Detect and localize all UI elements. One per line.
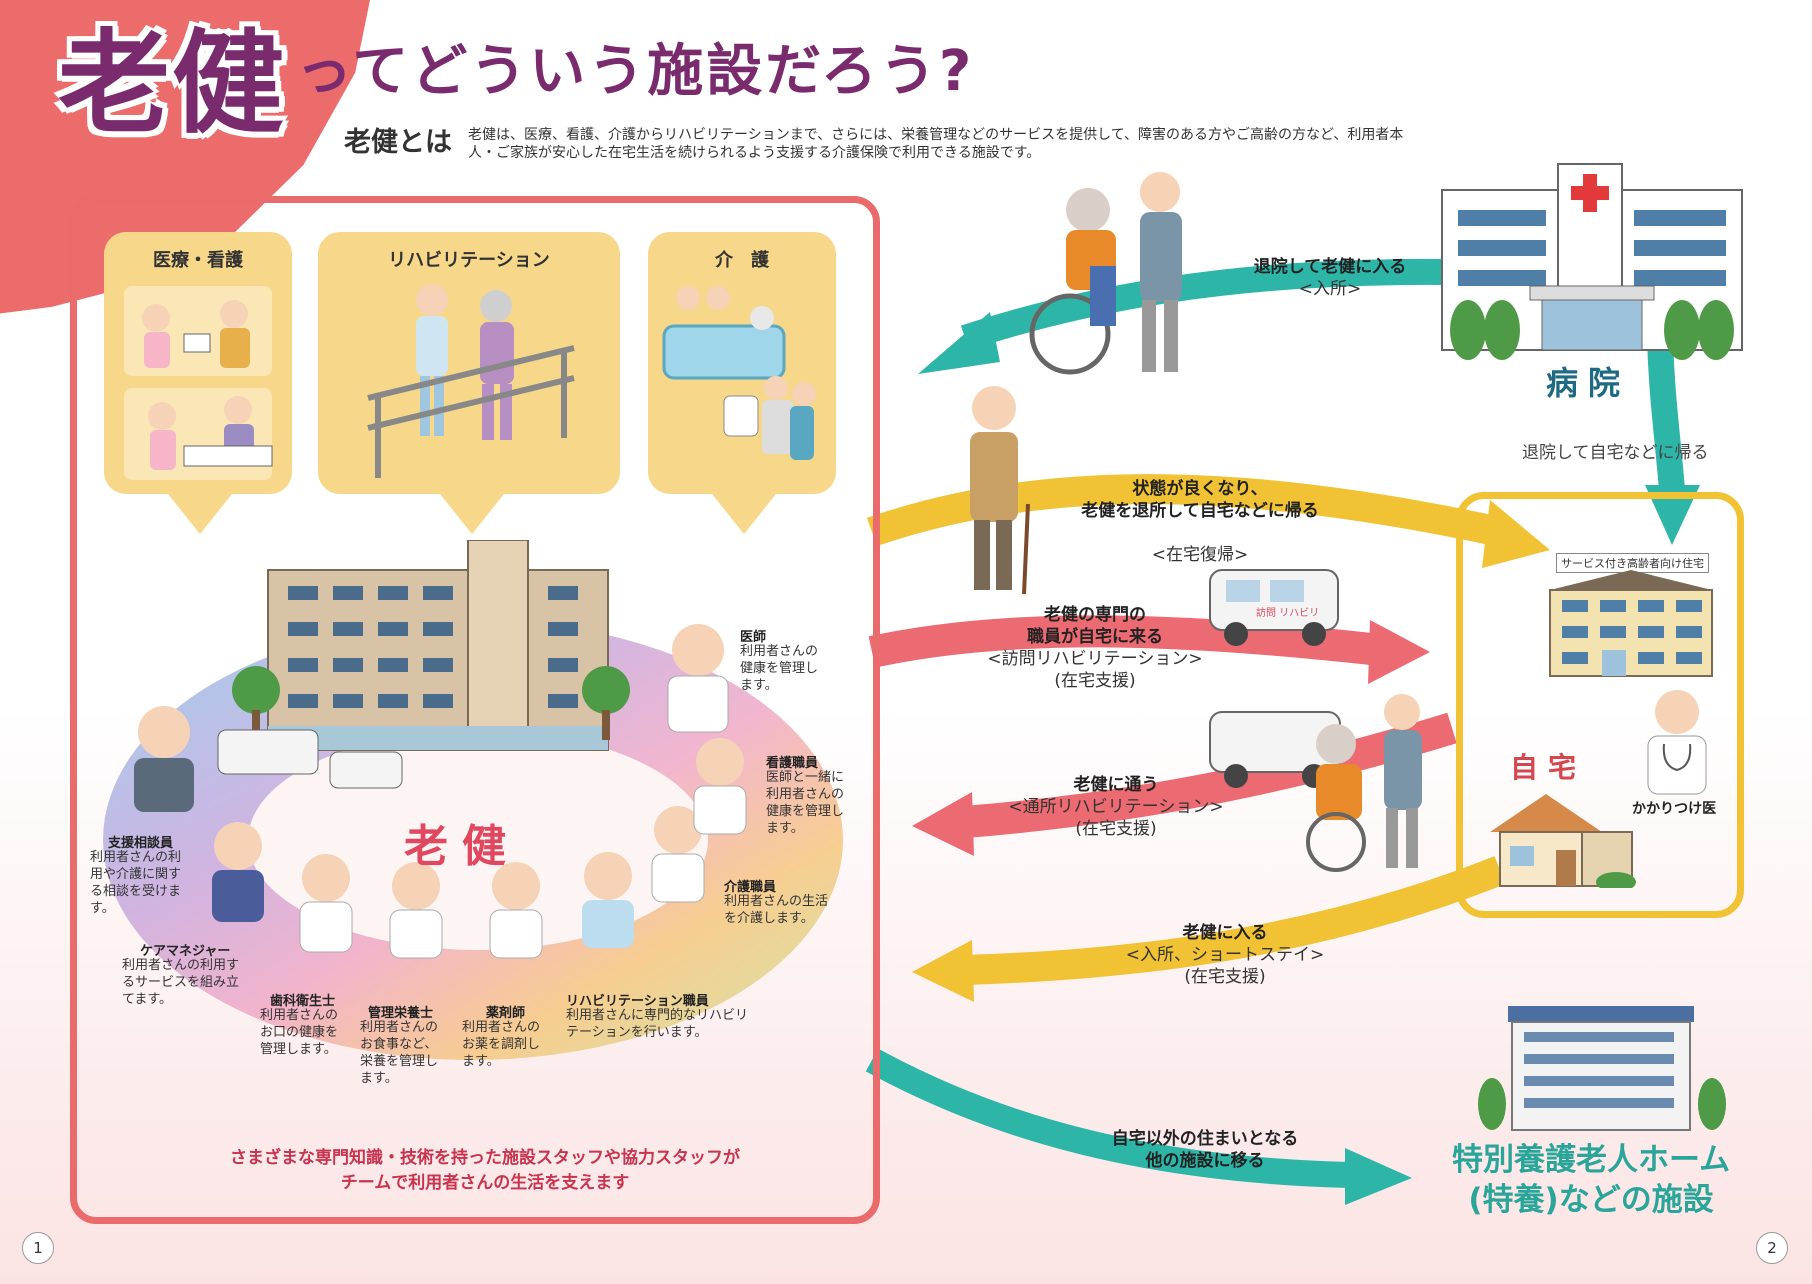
arrow-commute-head <box>912 792 974 856</box>
visit-van-illustration: 訪問 リハビリ <box>1209 569 1339 646</box>
flow-other-title: 自宅以外の住まいとなる 他の施設に移る <box>1111 1129 1299 1171</box>
care-illustration <box>662 286 816 460</box>
arrow-other-facility <box>865 1048 1351 1188</box>
flow-visit-sub: <訪問リハビリテーション> (在宅支援) <box>987 649 1203 691</box>
arrow-visit-head <box>1368 620 1430 684</box>
flow-short-stay-title: 老健に入る <box>1182 923 1268 943</box>
flow-visit-title: 老健の専門の 職員が自宅に来る <box>1027 605 1163 647</box>
arrow-hospital-to-home-head <box>1645 485 1700 545</box>
arrow-return-home <box>867 474 1504 547</box>
home-label: 自宅 <box>1510 751 1587 784</box>
flow-commute-title: 老健に通う <box>1073 775 1159 795</box>
arrow-hospital-to-home <box>1647 339 1685 492</box>
arrow-other-facility-head <box>1345 1148 1412 1205</box>
page-number-left: 1 <box>22 1232 54 1264</box>
flow-hospital-in: 退院して老健に入る <入所> <box>1180 256 1480 300</box>
arrow-commute <box>963 712 1457 838</box>
intro-body: 老健は、医療、看護、介護からリハビリテーションまで、さらには、栄養管理などのサー… <box>468 127 1404 161</box>
nursing-home-illustration <box>1478 1006 1726 1131</box>
hospital-illustration <box>1441 163 1743 360</box>
card-medical-title: 医療・看護 <box>153 250 243 271</box>
roken-panel <box>70 196 880 1224</box>
hospital-label: 病院 <box>1546 364 1631 402</box>
commute-illustration <box>1209 694 1422 872</box>
staff-careworker-desc: 利用者さんの生活 を介護します。 <box>724 894 829 926</box>
staff-pharmacist-name: 薬剤師 <box>486 1006 526 1021</box>
flow-return-home-title: 状態が良くなり、 老健を退所して自宅などに帰る <box>1081 479 1319 521</box>
card-medical: 医療・看護 <box>104 232 292 494</box>
bottom-note: さまざまな専門知識・技術を持った施設スタッフや協力スタッフが チームで利用者さん… <box>230 1148 740 1193</box>
family-doctor-label: かかりつけ医 <box>1632 801 1717 817</box>
staff-figures <box>134 624 747 959</box>
flow-hospital-home-label: 退院して自宅などに帰る <box>1522 443 1709 463</box>
senior-housing-illustration <box>1549 570 1713 677</box>
staff-caremanager-name: ケアマネジャー <box>140 944 231 959</box>
card-medical-tail <box>168 494 232 534</box>
staff-nurse-desc: 医師と一緒に 利用者さんの 健康を管理し ます。 <box>766 770 845 836</box>
staff-dental-name: 歯科衛生士 <box>270 994 336 1009</box>
elderly-man-illustration <box>970 386 1030 595</box>
wheelchair-illustration <box>1029 172 1182 375</box>
page-number-right: 2 <box>1756 1232 1788 1264</box>
house-illustration <box>1490 794 1636 888</box>
arrow-short-stay-head <box>912 940 974 1002</box>
card-care-tail <box>712 494 776 534</box>
staff-doctor-name: 医師 <box>740 630 767 645</box>
family-doctor-illustration <box>1647 690 1707 795</box>
flow-commute-sub: <通所リハビリテーション> (在宅支援) <box>1008 797 1224 839</box>
intro-heading: 老健とは <box>344 127 452 158</box>
flow-other: 自宅以外の住まいとなる 他の施設に移る <box>1070 1128 1340 1172</box>
staff-counselor-name: 支援相談員 <box>108 836 174 851</box>
staff-rehab-desc: 利用者さんに専門的なリハビリ テーションを行います。 <box>566 1008 749 1040</box>
staff-dental-desc: 利用者さんの お口の健康を 管理します。 <box>260 1008 339 1057</box>
staff-ring <box>103 540 843 1060</box>
card-rehab-tail <box>440 494 504 534</box>
roken-building <box>217 540 630 789</box>
flow-short-stay: 老健に入る <入所、ショートステイ> (在宅支援) <box>1090 922 1360 988</box>
flow-return-home: 状態が良くなり、 老健を退所して自宅などに帰る <在宅復帰> <box>1020 456 1380 566</box>
visit-van-text: 訪問 リハビリ <box>1256 606 1319 619</box>
ring-label: 老健 <box>404 821 520 872</box>
staff-doctor-desc: 利用者さんの 健康を管理し ます。 <box>740 644 819 693</box>
home-box <box>1456 492 1744 918</box>
staff-nurse-name: 看護職員 <box>766 756 819 771</box>
card-rehab: リハビリテーション <box>318 232 620 494</box>
medical-illustration <box>124 286 273 480</box>
arrow-short-stay <box>964 856 1506 985</box>
staff-rehab-name: リハビリテーション職員 <box>566 994 709 1009</box>
sakou-sign: サービス付き高齢者向け住宅 <box>1556 553 1709 573</box>
staff-dietitian-desc: 利用者さんの お食事など、 栄養を管理し ます。 <box>360 1020 439 1086</box>
flow-short-stay-sub: <入所、ショートステイ> (在宅支援) <box>1125 945 1325 987</box>
arrow-hospital-to-roken-head <box>918 312 1000 374</box>
flow-return-home-sub: <在宅復帰> <box>1151 545 1249 565</box>
page-title-main: 老健 <box>58 19 286 149</box>
staff-pharmacist-desc: 利用者さんの お薬を調剤し ます。 <box>462 1020 541 1069</box>
card-care-title: 介 護 <box>715 250 769 271</box>
card-rehab-title: リハビリテーション <box>388 250 550 271</box>
card-care: 介 護 <box>648 232 836 494</box>
staff-counselor-desc: 利用者さんの利 用や介護に関す る相談を受けま す。 <box>90 850 182 916</box>
flow-hospital-in-sub: <入所> <box>1298 279 1362 299</box>
staff-caremanager-desc: 利用者さんの利用す るサービスを組み立 てます。 <box>122 958 240 1007</box>
flow-commute: 老健に通う <通所リハビリテーション> (在宅支援) <box>966 774 1266 840</box>
page-title-sub: ってどういう施設だろう? <box>296 39 975 104</box>
special-nursing-home-label: 特別養護老人ホーム (特養)などの施設 <box>1452 1142 1731 1218</box>
flow-visit: 老健の専門の 職員が自宅に来る <訪問リハビリテーション> (在宅支援) <box>950 604 1240 692</box>
staff-dietitian-name: 管理栄養士 <box>368 1006 434 1021</box>
rehab-illustration <box>367 284 575 478</box>
arrow-return-home-head <box>1482 500 1550 568</box>
flow-hospital-in-title: 退院して老健に入る <box>1253 257 1407 277</box>
staff-careworker-name: 介護職員 <box>724 880 777 895</box>
